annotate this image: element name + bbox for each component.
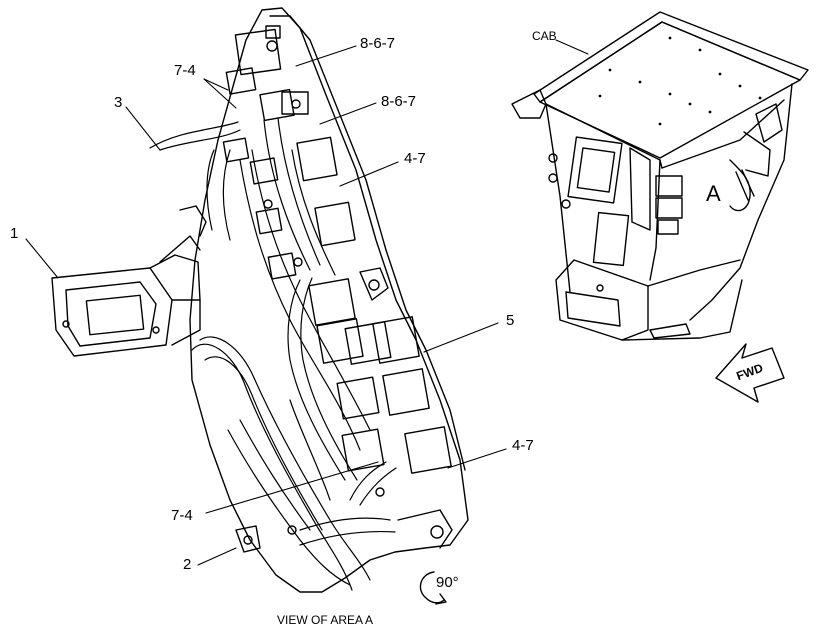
roof-grid [598,36,762,126]
callout-8-6-7-top: 8-6-7 [360,35,396,52]
callout-2: 2 [183,556,192,573]
area-letter-label: A [706,181,721,206]
rotation-label: 90° [436,574,459,591]
cab-label: CAB [532,29,557,43]
callout-1: 1 [10,225,19,242]
callout-5: 5 [506,312,515,329]
callout-7-4-top: 7-4 [174,62,196,79]
callout-4-7-top: 4-7 [404,150,426,167]
cab-assembly [511,11,809,341]
rotation-arrow-icon [419,571,447,605]
callout-3: 3 [114,94,123,111]
callout-7-4-bottom: 7-4 [171,507,193,524]
callout-4-7-bottom: 4-7 [512,437,534,454]
mounting-bracket [51,205,207,357]
connector-blocks [222,25,452,535]
view-caption: VIEW OF AREA A [277,613,374,627]
mounting-tab [235,525,261,553]
wire-bundles [149,117,397,591]
fwd-arrow-icon [715,343,785,403]
callout-8-6-7-mid: 8-6-7 [381,93,417,110]
leader-lines [25,39,589,566]
harness-panel [189,7,469,593]
